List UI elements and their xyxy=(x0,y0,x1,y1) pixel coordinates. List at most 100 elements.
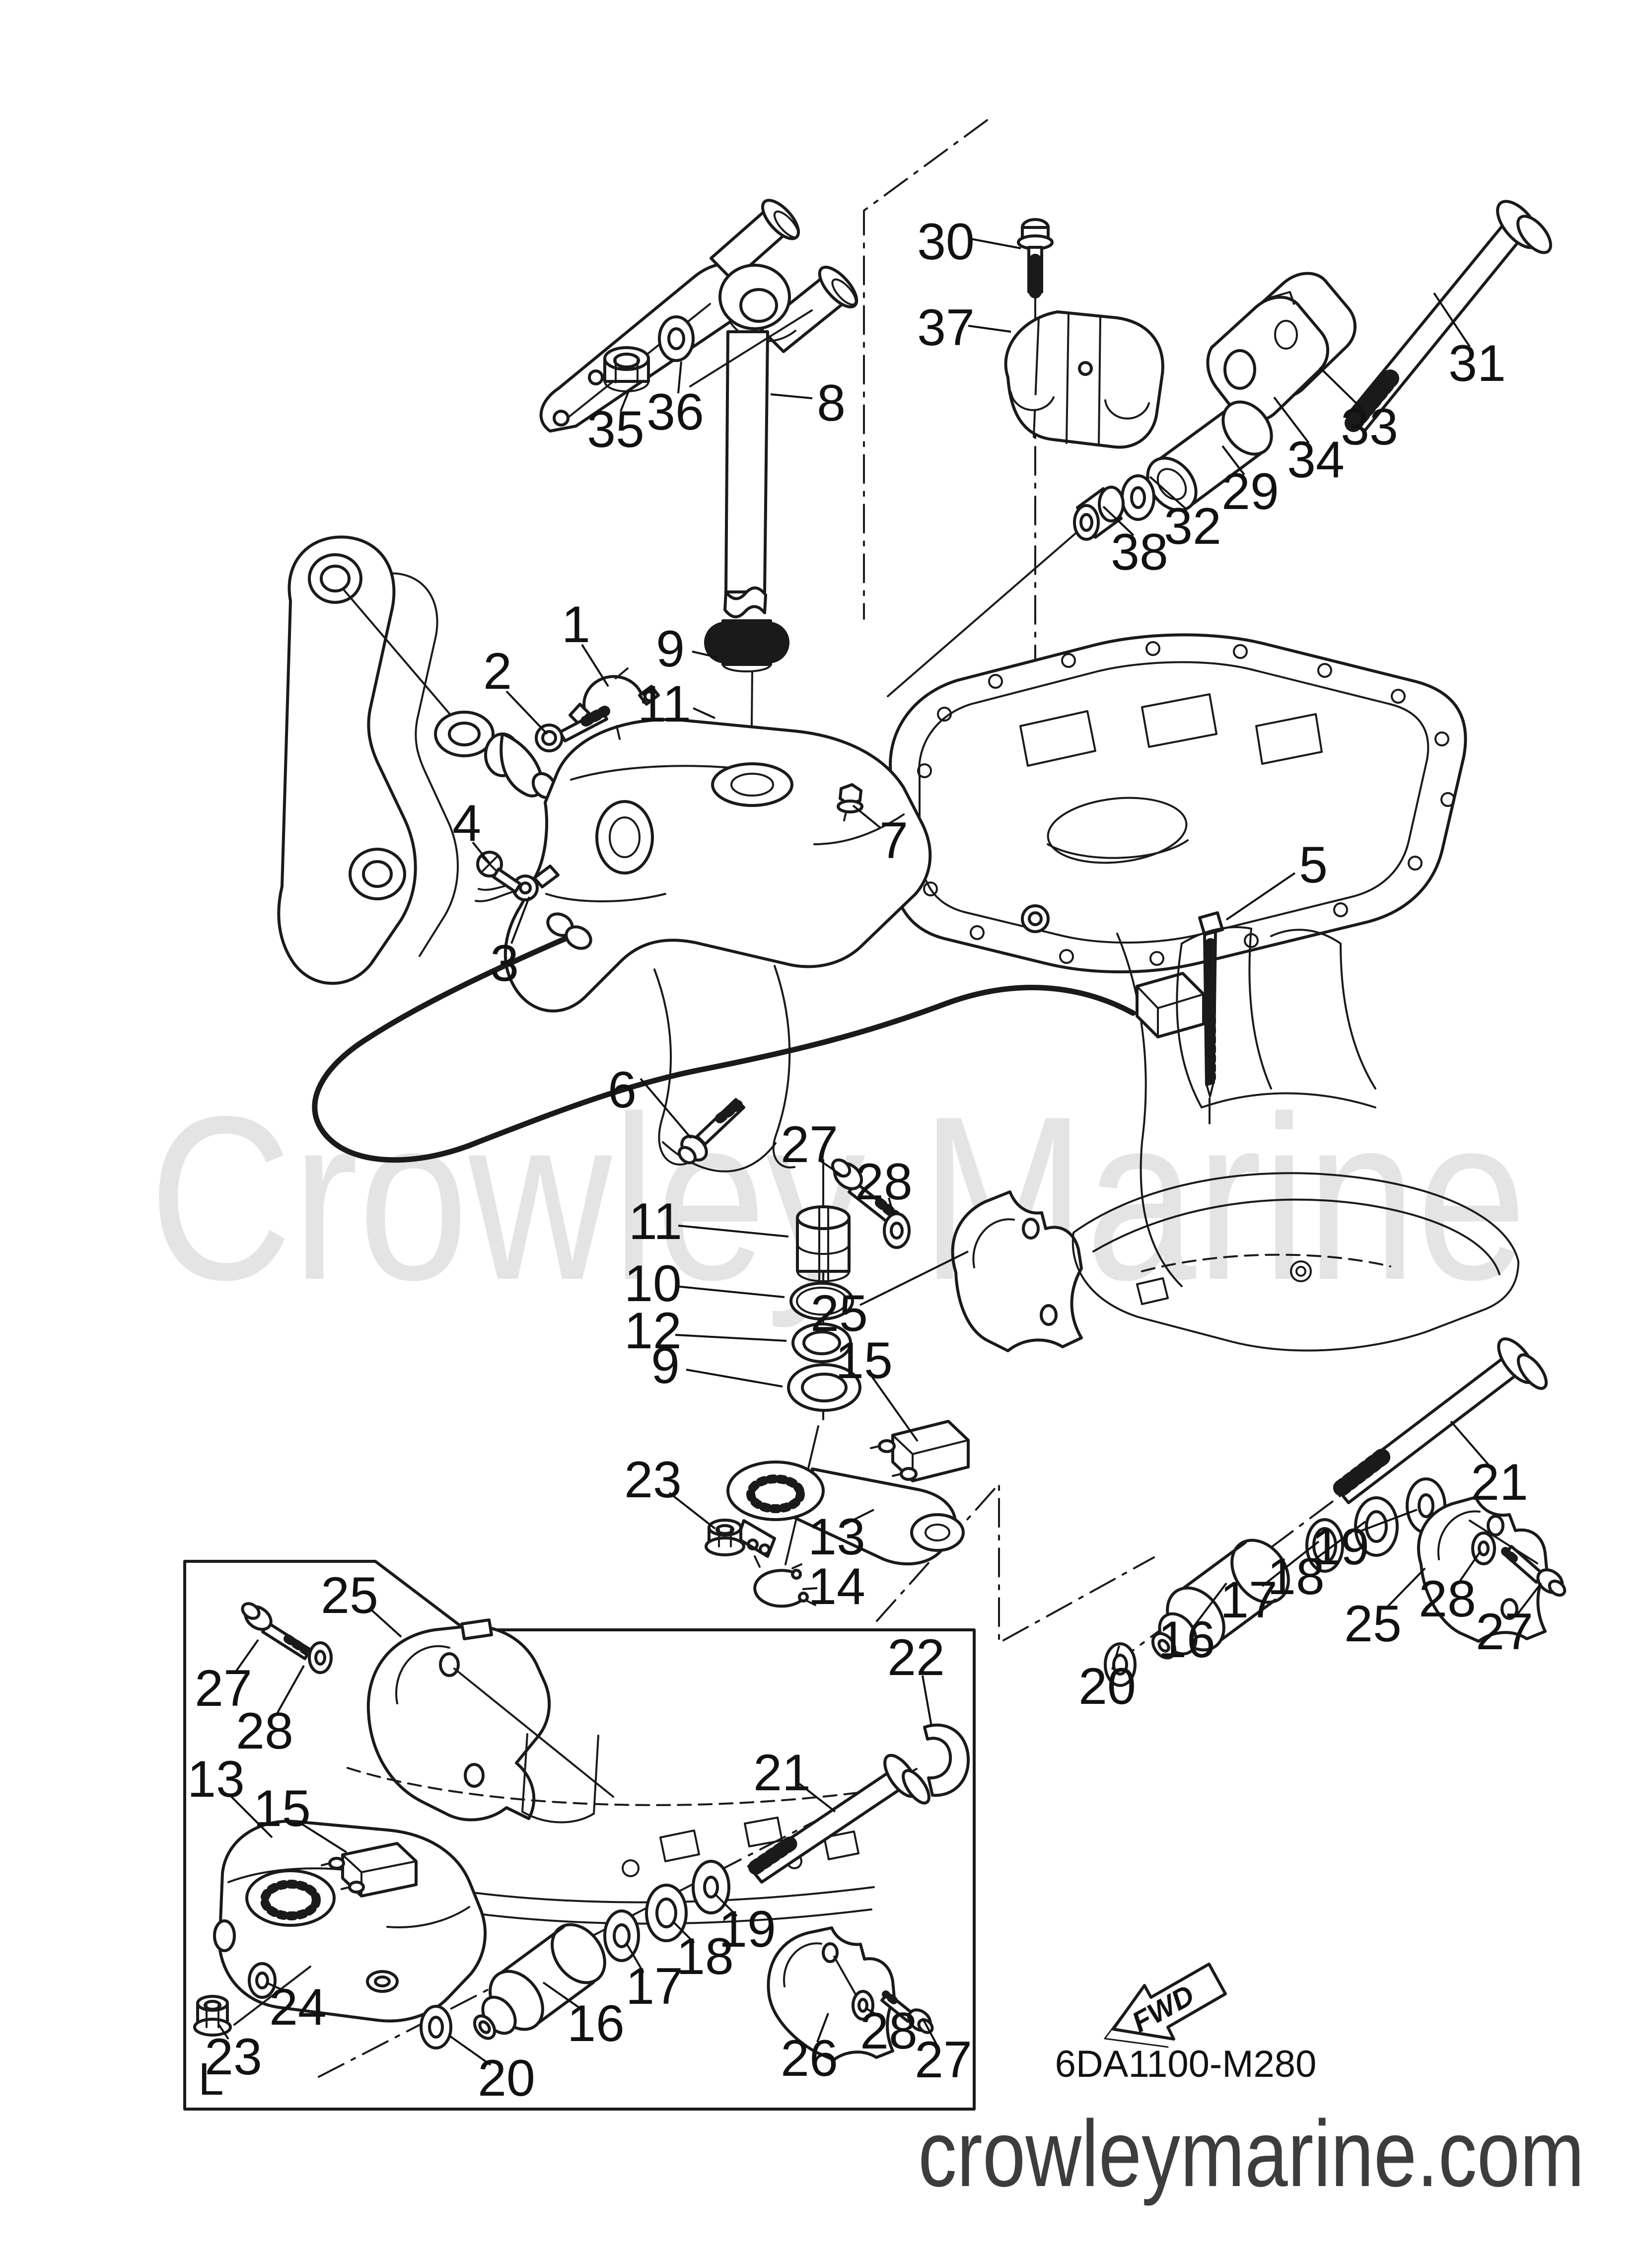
steering-arm-13-box-art xyxy=(213,1820,487,2026)
callout-leader-27 xyxy=(1514,1582,1542,1618)
callout-leader-32 xyxy=(1149,476,1188,511)
callout-leader-3 xyxy=(510,896,530,944)
callout-leader-21 xyxy=(798,1783,836,1813)
part-callout-18: 18 xyxy=(1267,1548,1325,1606)
part-callout-37: 37 xyxy=(917,299,975,357)
bushing-16-box-art xyxy=(473,1923,606,2040)
callout-leader-14 xyxy=(802,1587,818,1590)
mount-damper-37-art xyxy=(1004,310,1164,449)
part-callout-25: 25 xyxy=(321,1567,378,1624)
steering-yoke-art xyxy=(539,199,858,672)
part-callout-27: 27 xyxy=(915,2031,972,2089)
part-callout-20: 20 xyxy=(478,2049,535,2107)
part-callout-9: 9 xyxy=(651,1337,680,1394)
part-callout-32: 32 xyxy=(1164,498,1221,555)
callout-leader-28 xyxy=(1457,1551,1481,1585)
washer-28-box-art xyxy=(308,1641,333,1674)
callout-leader-24 xyxy=(268,1982,290,1994)
callout-leader-13 xyxy=(228,1794,273,1838)
callout-leader-15 xyxy=(871,1376,919,1442)
steering-arm-13-mid-art xyxy=(726,1461,965,1568)
washer-12-art xyxy=(791,1322,852,1363)
nut-23-mid-art xyxy=(705,1519,745,1556)
part-callout-38: 38 xyxy=(1111,523,1168,581)
callout-leader-31 xyxy=(1433,292,1471,348)
washer-9-mid-art xyxy=(787,1363,861,1412)
washer-28-mid-art xyxy=(883,1212,911,1249)
cap-22-art xyxy=(923,1723,970,1797)
callout-leader-27 xyxy=(233,1639,259,1675)
callout-leader-30 xyxy=(968,237,1021,249)
part-callout-16: 16 xyxy=(1158,1611,1215,1669)
callout-leader-1 xyxy=(581,644,609,687)
part-callout-9: 9 xyxy=(656,620,685,678)
part-callout-28: 28 xyxy=(860,2002,918,2060)
bolt-2-art xyxy=(535,706,610,752)
callout-leader-34 xyxy=(1273,396,1310,444)
clamp-26-art xyxy=(767,1926,896,2061)
steering-stem-parts-art xyxy=(705,1158,1083,1608)
callout-leader-9 xyxy=(692,651,718,658)
nut-23-box-art xyxy=(193,1995,232,2037)
part-callout-3: 3 xyxy=(490,935,519,992)
callout-leader-2 xyxy=(505,690,548,735)
part-callout-15: 15 xyxy=(835,1332,893,1390)
callout-leader-29 xyxy=(1221,445,1245,476)
part-callout-17: 17 xyxy=(626,1958,683,2015)
bolt-27-box-art xyxy=(241,1602,312,1660)
callout-leader-16 xyxy=(1195,1582,1227,1625)
damper-15-mid-art xyxy=(870,1420,970,1482)
part-callout-12: 12 xyxy=(624,1302,682,1360)
part-callout-28: 28 xyxy=(1419,1570,1476,1628)
bolt-31-art xyxy=(1345,200,1552,433)
callout-leader-15 xyxy=(297,1821,348,1853)
callout-leader-19 xyxy=(1356,1509,1418,1534)
callout-leader-4 xyxy=(472,841,491,864)
nut-35-art xyxy=(603,346,650,392)
part-callout-21: 21 xyxy=(753,1744,811,1802)
callout-leader-11 xyxy=(693,707,715,719)
part-callout-23: 23 xyxy=(624,1451,682,1509)
circlip-14-art xyxy=(753,1563,816,1608)
inset-corner-label: L xyxy=(198,2054,223,2105)
clamp-bracket-art xyxy=(277,535,557,985)
washer-28-box2-art xyxy=(852,1990,874,2021)
part-callout-34: 34 xyxy=(1287,431,1345,489)
footer-website: crowleymarine.com xyxy=(918,2101,1584,2206)
callout-leader-17 xyxy=(626,1943,644,1974)
callout-leader-20 xyxy=(1111,1645,1120,1670)
part-callout-18: 18 xyxy=(676,1928,734,1985)
clamp-25-box-art xyxy=(366,1618,614,1822)
part-callout-29: 29 xyxy=(1221,463,1279,520)
part-callout-14: 14 xyxy=(808,1558,865,1615)
washer-24-art xyxy=(248,1962,277,1999)
part-callout-11: 11 xyxy=(629,1193,682,1250)
callout-leader-18 xyxy=(672,1921,695,1944)
callout-leader-17 xyxy=(1261,1540,1320,1587)
washer-32-art xyxy=(1121,474,1155,521)
callout-leader-33 xyxy=(1319,366,1364,411)
callout-leader-8 xyxy=(770,393,813,399)
callout-leader-23 xyxy=(217,2023,229,2040)
part-callout-20: 20 xyxy=(1078,1658,1136,1715)
part-callout-16: 16 xyxy=(567,1995,625,2052)
part-callout-21: 21 xyxy=(1471,1454,1528,1511)
bolt-27-box2-art xyxy=(880,1990,934,2034)
trim-sender-cable-art xyxy=(312,912,1205,1163)
callout-leader-27 xyxy=(818,1159,845,1178)
bolt-27-right-art xyxy=(1501,1545,1567,1597)
callout-leader-19 xyxy=(714,1893,738,1917)
callout-leader-35 xyxy=(620,391,630,412)
part-callout-28: 28 xyxy=(855,1153,913,1211)
part-callout-19: 19 xyxy=(1312,1518,1369,1576)
callout-leader-18 xyxy=(1310,1521,1366,1563)
part-callout-17: 17 xyxy=(1220,1571,1278,1629)
callout-leader-26 xyxy=(816,2013,829,2043)
part-callout-22: 22 xyxy=(887,1629,945,1686)
part-callout-36: 36 xyxy=(646,383,704,441)
callout-leader-7 xyxy=(852,805,881,828)
callout-leader-28 xyxy=(888,1197,895,1216)
callout-leader-5 xyxy=(1225,872,1296,921)
part-callout-27: 27 xyxy=(195,1660,252,1717)
